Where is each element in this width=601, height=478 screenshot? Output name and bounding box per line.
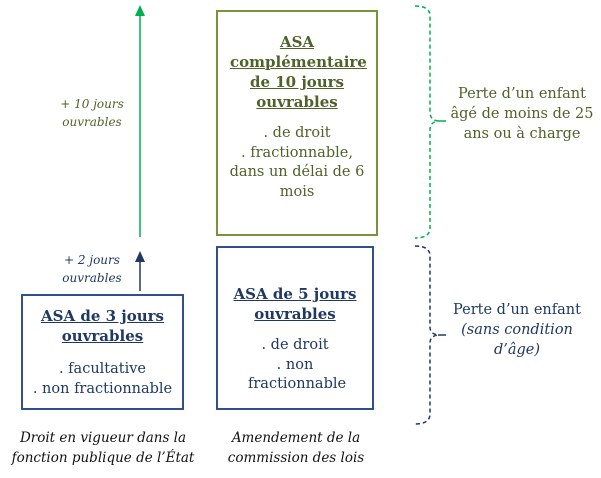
asa-5-body: . de droit . non fractionnable [218,336,372,395]
green-bracket-label: Perte d’un enfant âgé de moins de 25 ans… [450,86,594,142]
blue-bracket-label: Perte d’un enfant (sans condition d’âge) [448,300,586,360]
blue-bracket [414,245,439,425]
asa-10-box: ASA complémentaire de 10 jours ouvrables… [216,10,378,236]
asa-5-title: ASA de 5 jours ouvrables [233,285,357,323]
asa-10-body: . de droit . fractionnable, dans un déla… [218,124,376,202]
blue-bracket-title: Perte d’un enfant [453,302,581,318]
green-bracket [414,5,439,239]
blue-arrow [135,251,145,291]
asa-10-line: . de droit [263,125,331,141]
asa-10-line: . fractionnable, dans un délai de 6 mois [229,144,365,200]
plus-10-days-label: + 10 jours ouvrables [60,97,124,129]
asa-3-line: . non fractionnable [32,380,173,397]
footer-current-law: Droit en vigueur dans la fonction publiq… [11,430,195,466]
asa-5-line: . de droit [261,337,329,353]
asa-3-box: ASA de 3 jours ouvrables . facultative .… [21,294,184,410]
asa-3-title: ASA de 3 jours ouvrables [41,307,164,345]
asa-3-body: . facultative . non fractionnable [23,360,182,399]
asa-10-title: ASA complémentaire de 10 jours ouvrables [230,33,367,111]
footer-amendment: Amendement de la commission des lois [227,430,365,466]
plus-2-days-label: + 2 jours ouvrables [62,253,122,285]
green-arrow [135,5,145,237]
asa-5-line: . non fractionnable [248,356,347,393]
blue-bracket-subtitle: (sans condition d’âge) [461,322,573,358]
asa-5-box: ASA de 5 jours ouvrables . de droit . no… [216,246,374,410]
asa-3-line: . facultative [58,361,147,377]
